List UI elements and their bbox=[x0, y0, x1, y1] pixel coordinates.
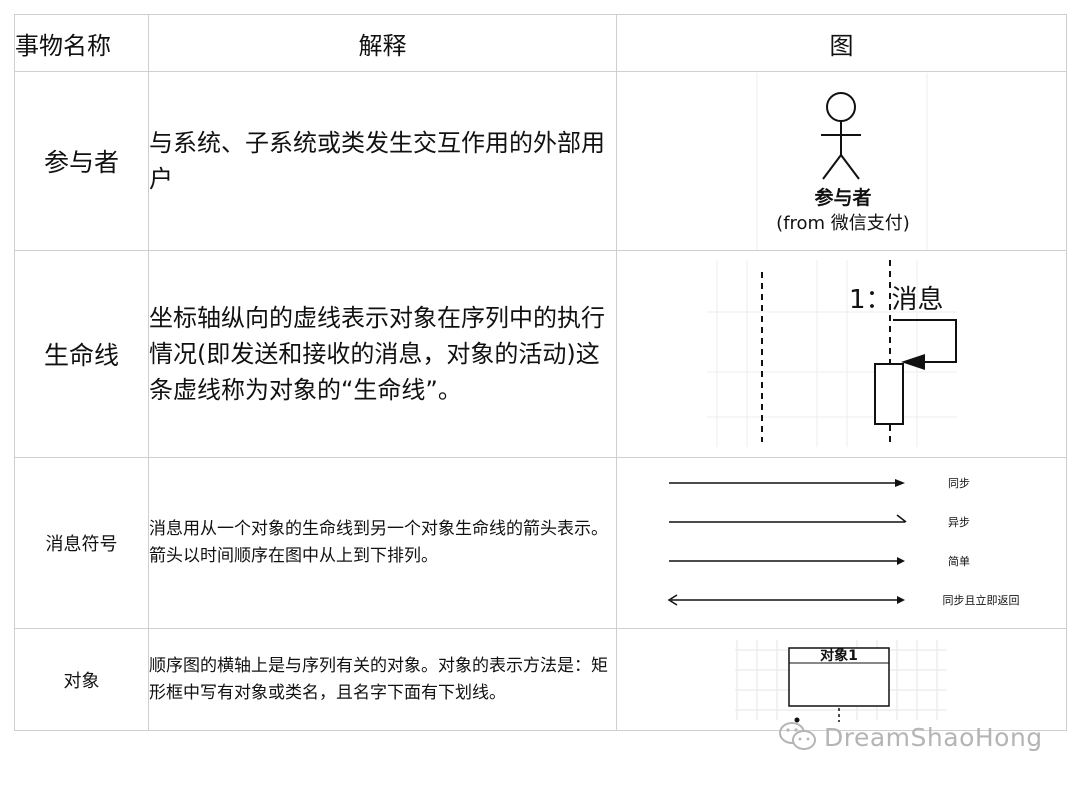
lifeline-message-label: 1：消息 bbox=[849, 285, 944, 315]
row-desc: 顺序图的横轴上是与序列有关的对象。对象的表示方法是：矩形框中写有对象或类名，且名… bbox=[148, 628, 617, 731]
uml-elements-table: 事物名称 解释 图 参与者 与系统、子系统或类发生交互作用的外部用户 参与者 bbox=[14, 14, 1067, 731]
row-name: 生命线 bbox=[14, 250, 149, 458]
actor-subtitle: (from 微信支付) bbox=[776, 213, 910, 234]
arrowhead-icon bbox=[667, 593, 678, 606]
object-box bbox=[788, 646, 890, 707]
lifeline-grid bbox=[707, 259, 957, 447]
message-label: 同步且立即返回 bbox=[943, 593, 1020, 607]
row-desc: 与系统、子系统或类发生交互作用的外部用户 bbox=[148, 71, 617, 251]
object-label: 对象1 bbox=[820, 647, 858, 664]
table-row: 参与者 与系统、子系统或类发生交互作用的外部用户 参与者 (from 微信支付) bbox=[14, 71, 1067, 251]
actor-figure: 参与者 (from 微信支付) bbox=[616, 71, 1067, 251]
table-row: 对象 顺序图的横轴上是与序列有关的对象。对象的表示方法是：矩形框中写有对象或类名… bbox=[14, 628, 1067, 731]
header-name: 事物名称 bbox=[14, 14, 149, 72]
object-dot bbox=[794, 717, 800, 722]
lifeline-figure: 1：消息 bbox=[616, 250, 1067, 458]
actor-icon bbox=[821, 91, 861, 180]
activation-bar bbox=[874, 362, 904, 425]
header-fig: 图 bbox=[616, 14, 1067, 72]
row-desc: 消息用从一个对象的生命线到另一个对象生命线的箭头表示。箭头以时间顺序在图中从上到… bbox=[148, 457, 617, 629]
row-name: 消息符号 bbox=[14, 457, 149, 629]
watermark-text: DreamShaoHong bbox=[824, 722, 1043, 752]
row-name: 参与者 bbox=[14, 71, 149, 251]
row-desc: 坐标轴纵向的虚线表示对象在序列中的执行情况(即发送和接收的消息，对象的活动)这条… bbox=[148, 250, 617, 458]
wechat-icon bbox=[779, 722, 816, 750]
arrowhead-icon bbox=[896, 513, 907, 523]
header-row: 事物名称 解释 图 bbox=[14, 14, 1067, 72]
header-desc: 解释 bbox=[148, 14, 617, 72]
arrowhead-icon bbox=[897, 556, 905, 565]
object-figure: 对象1 bbox=[616, 628, 1067, 731]
message-label: 同步 bbox=[948, 477, 970, 490]
message-label: 简单 bbox=[948, 554, 970, 568]
watermark: DreamShaoHong bbox=[778, 720, 1043, 754]
table-row: 消息符号 消息用从一个对象的生命线到另一个对象生命线的箭头表示。箭头以时间顺序在… bbox=[14, 457, 1067, 629]
arrowhead-icon bbox=[897, 595, 905, 604]
arrowhead-icon bbox=[895, 478, 905, 487]
row-name: 对象 bbox=[14, 628, 149, 731]
arrowhead-icon bbox=[901, 353, 925, 370]
self-message-arrow bbox=[893, 318, 957, 363]
message-label: 异步 bbox=[948, 516, 970, 529]
actor-grid bbox=[756, 72, 928, 250]
table-row: 生命线 坐标轴纵向的虚线表示对象在序列中的执行情况(即发送和接收的消息，对象的活… bbox=[14, 250, 1067, 458]
actor-label: 参与者 bbox=[814, 186, 871, 209]
message-figure: 同步 异步 简单 同步且立即返回 bbox=[616, 457, 1067, 629]
